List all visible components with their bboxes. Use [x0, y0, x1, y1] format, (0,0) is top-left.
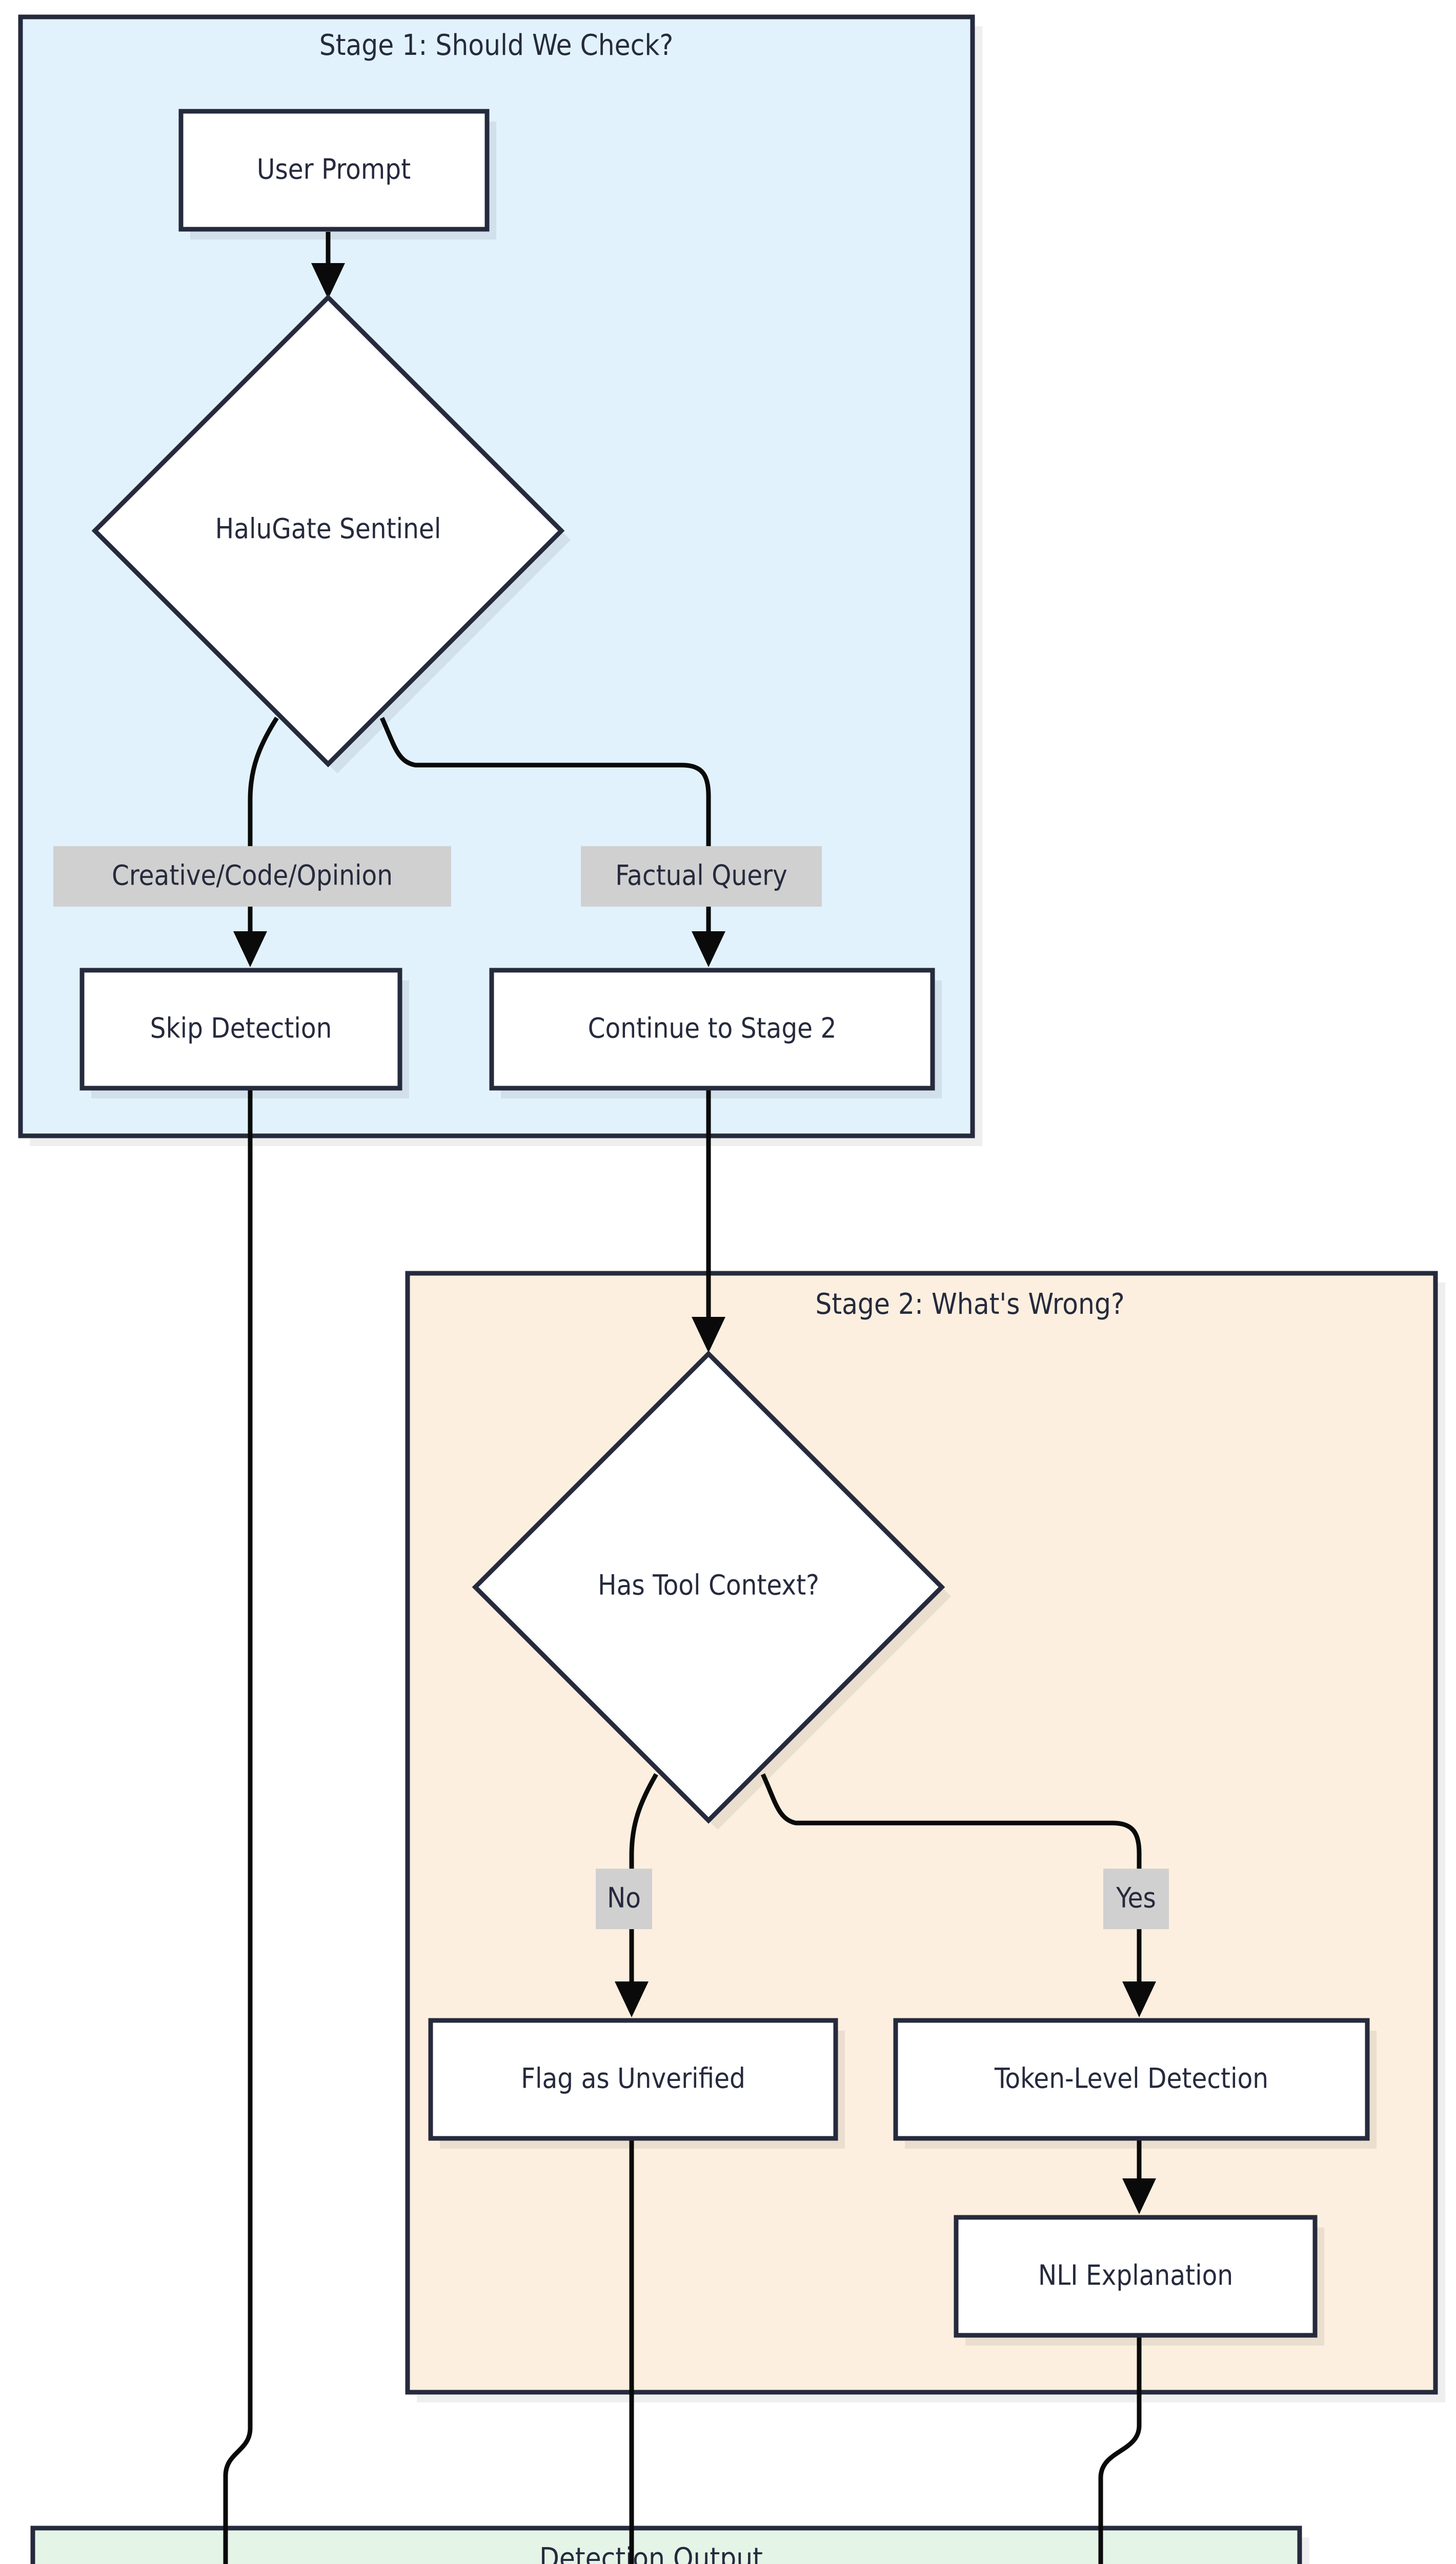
node-token-level-detection[interactable]: Token-Level Detection [893, 2018, 1377, 2149]
node-nli-explanation[interactable]: NLI Explanation [954, 2215, 1324, 2346]
arrowhead-icon [615, 1981, 649, 2017]
nli-explanation-label: NLI Explanation [1038, 2259, 1233, 2292]
edge-label-yes: Yes [1103, 1869, 1169, 1929]
has-tool-context-diamond[interactable] [472, 1350, 945, 1824]
flag-as-unverified-box[interactable] [428, 2018, 838, 2141]
edge-continue-stage2-to-has-tool-context [692, 1088, 725, 1353]
edge-label-text: Creative/Code/Opinion [112, 859, 393, 892]
edge-label-bg [581, 846, 822, 907]
arrowhead-icon [692, 931, 725, 967]
skip-detection-box[interactable] [79, 968, 402, 1091]
arrowhead-icon [1122, 1981, 1156, 2017]
stage2-cluster-rect [405, 1271, 1438, 2395]
continue-to-stage2-label: Continue to Stage 2 [588, 1012, 837, 1045]
edge-flag-unverified-to-warning-header [629, 2138, 634, 2564]
node-user-prompt[interactable]: User Prompt [178, 109, 496, 239]
continue-to-stage2-box[interactable] [489, 968, 935, 1091]
node-continue-to-stage2[interactable]: Continue to Stage 2 [489, 968, 942, 1098]
output-cluster-title: Detection Output [539, 2542, 763, 2564]
edge-label-bg [53, 846, 451, 907]
halugate-sentinel-diamond[interactable] [91, 294, 565, 768]
cluster-stage2: Stage 2: What's Wrong? [405, 1271, 1438, 2395]
halugate-sentinel-label: HaluGate Sentinel [215, 513, 441, 545]
arrowhead-icon [311, 263, 345, 299]
user-prompt-label: User Prompt [257, 153, 411, 186]
edge-label-factual-query: Factual Query [581, 846, 822, 907]
flag-as-unverified-label: Flag as Unverified [521, 2062, 745, 2095]
edge-label-bg [1103, 1869, 1169, 1929]
edge-token-detection-to-nli-explanation [1122, 2138, 1156, 2214]
edge-halugate-to-skip-detection [233, 716, 279, 967]
arrowhead-icon [692, 1317, 725, 1353]
node-skip-detection[interactable]: Skip Detection [79, 968, 409, 1098]
edge-halugate-to-continue-stage2 [379, 717, 725, 967]
cluster-output: Detection Output [30, 2526, 1302, 2564]
node-flag-as-unverified[interactable]: Flag as Unverified [428, 2018, 845, 2149]
node-halugate-sentinel[interactable]: HaluGate Sentinel [91, 294, 571, 773]
edge-skip-detection-to-pass-through [223, 1088, 253, 2564]
edge-has-tool-context-to-flag-unverified [615, 1773, 658, 2017]
user-prompt-box[interactable] [178, 109, 490, 232]
token-level-detection-box[interactable] [893, 2018, 1370, 2141]
edge-label-text: Yes [1116, 1882, 1156, 1914]
edge-label-text: Factual Query [615, 859, 787, 892]
edge-nli-explanation-to-detailed-report [1098, 2335, 1142, 2564]
stage2-cluster-title: Stage 2: What's Wrong? [815, 1288, 1124, 1321]
edge-label-creative-code-opinion: Creative/Code/Opinion [53, 846, 451, 907]
skip-detection-label: Skip Detection [150, 1012, 332, 1045]
edge-label-text: No [607, 1882, 641, 1914]
nli-explanation-box[interactable] [954, 2215, 1318, 2338]
node-has-tool-context[interactable]: Has Tool Context? [472, 1350, 951, 1830]
has-tool-context-label: Has Tool Context? [598, 1569, 819, 1601]
output-cluster-rect [30, 2526, 1302, 2564]
edge-label-bg [596, 1869, 652, 1929]
stage1-cluster-title: Stage 1: Should We Check? [319, 29, 674, 62]
edge-label-no: No [596, 1869, 652, 1929]
edge-user-prompt-to-halugate [311, 232, 345, 299]
arrowhead-icon [1122, 2178, 1156, 2214]
token-level-detection-label: Token-Level Detection [994, 2062, 1268, 2095]
edge-has-tool-context-to-token-detection [760, 1773, 1156, 2017]
arrowhead-icon [233, 931, 267, 967]
